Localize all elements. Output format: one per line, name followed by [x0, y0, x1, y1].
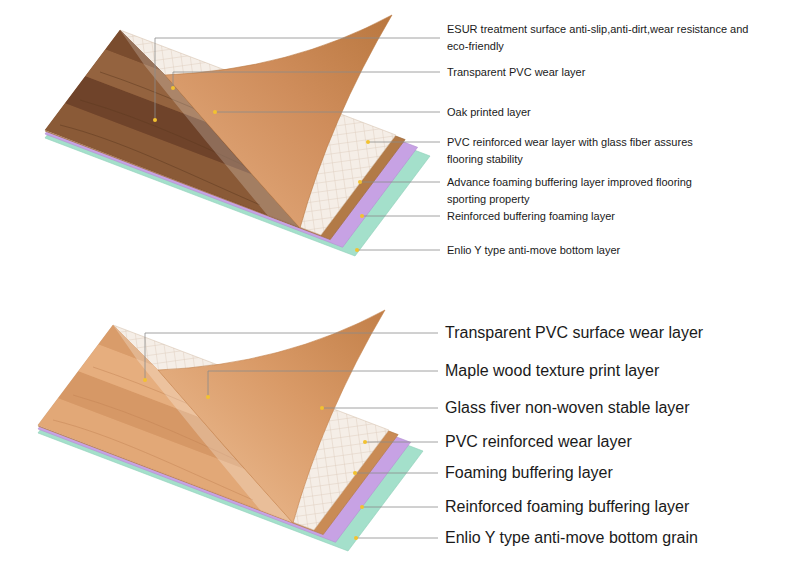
part-label: Reinforced buffering foaming layer — [447, 208, 615, 225]
part-label: Enlio Y type anti-move bottom grain — [445, 528, 698, 548]
part-label: Foaming buffering layer — [445, 463, 613, 483]
leader-dots — [143, 86, 370, 540]
maple-floor-cutaway — [23, 310, 428, 551]
part-label: Maple wood texture print layer — [445, 361, 659, 381]
part-label: Glass fiver non-woven stable layer — [445, 398, 690, 418]
part-label: Oak printed layer — [447, 104, 531, 121]
part-label: Transparent PVC surface wear layer — [445, 323, 703, 343]
part-label: PVC reinforced wear layer with glass fib… — [447, 134, 722, 168]
leader-lines — [145, 38, 440, 538]
part-label: PVC reinforced wear layer — [445, 432, 632, 452]
part-label: Reinforced foaming buffering layer — [445, 497, 689, 517]
part-label: ESUR treatment surface anti-slip,anti-di… — [447, 21, 767, 55]
part-label: Transparent PVC wear layer — [447, 64, 585, 81]
part-label: Advance foaming buffering layer improved… — [447, 174, 727, 208]
part-label: Enlio Y type anti-move bottom layer — [447, 242, 620, 259]
oak-floor-cutaway — [30, 15, 435, 256]
